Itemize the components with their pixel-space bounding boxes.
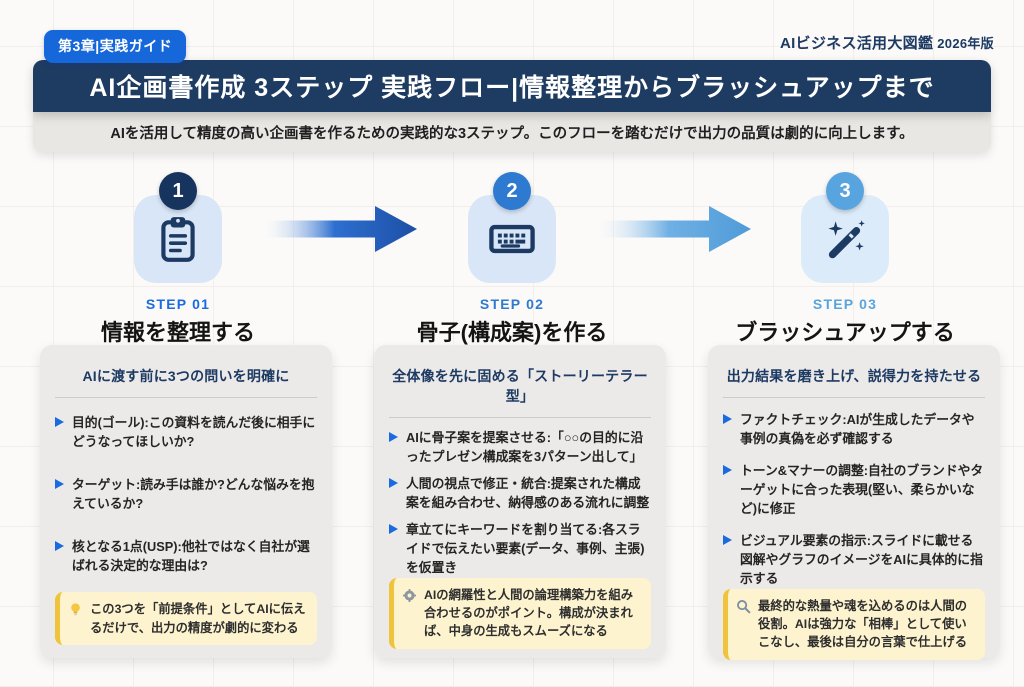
- arrow-step1-to-step2-icon: [267, 206, 417, 252]
- card-3-tip-box: 最終的な熱量や魂を込めるのは人間の役割。AIは強力な「相棒」として使いこなし、最…: [723, 588, 985, 660]
- list-item: ファクトチェック:AIが生成したデータや事例の真偽を必ず確認する: [723, 411, 985, 449]
- step-1-label: STEP 01: [145, 296, 211, 312]
- card-2-bullet-list: AIに骨子案を提案させる:「○○の目的に沿ったプレゼン構成案を3パターン出して」…: [389, 429, 651, 578]
- gear-icon: [402, 588, 417, 602]
- step-1-number-badge: 1: [159, 172, 197, 210]
- bullet-triangle-icon: [389, 523, 398, 534]
- magic-wand-icon: [828, 220, 865, 259]
- arrow-step2-to-step3-icon: [601, 206, 751, 252]
- card-2-tip-box: AIの網羅性と人間の論理構築力を組み合わせるのがポイント。構成が決まれば、中身の…: [389, 577, 651, 649]
- step-3-detail-card: 出力結果を磨き上げ、説得力を持たせる ファクトチェック:AIが生成したデータや事…: [708, 345, 1000, 660]
- list-item: AIに骨子案を提案させる:「○○の目的に沿ったプレゼン構成案を3パターン出して」: [389, 429, 651, 467]
- bullet-text: ファクトチェック:AIが生成したデータや事例の真偽を必ず確認する: [740, 412, 975, 446]
- card-3-bullet-list: ファクトチェック:AIが生成したデータや事例の真偽を必ず確認する トーン&マナー…: [723, 411, 985, 589]
- step-2-number-badge: 2: [493, 172, 531, 210]
- tip-text: この3つを「前提条件」としてAIに伝えるだけで、出力の精度が劇的に変わる: [90, 602, 306, 635]
- bullet-text: 章立てにキーワードを割り当てる:各スライドで伝えたい要素(データ、事例、主張)を…: [406, 521, 645, 575]
- bullet-text: 目的(ゴール):この資料を読んだ後に相手にどうなってほしいか?: [72, 415, 316, 449]
- bullet-triangle-icon: [723, 414, 732, 424]
- page-title-bar: AI企画書作成 3ステップ 実践フロー|情報整理からブラッシュアップまで: [33, 60, 991, 112]
- brand-year: 2026年版: [937, 36, 994, 51]
- step-3: 3 STEP 03 ブラッシュアップする: [733, 172, 957, 347]
- step-2-title: 骨子(構成案)を作る: [416, 320, 608, 345]
- step-1-detail-card: AIに渡す前に3つの問いを明確に 目的(ゴール):この資料を読んだ後に相手にどう…: [40, 345, 332, 658]
- step-1-icon-tile: 1: [134, 172, 222, 283]
- bullet-triangle-icon: [723, 534, 732, 545]
- list-item: ターゲット:読み手は誰か?どんな悩みを抱えているか?: [55, 476, 317, 514]
- list-item: ビジュアル要素の指示:スライドに載せる図解やグラフのイメージをAIに具体的に指示…: [723, 532, 985, 589]
- keyboard-icon: [489, 224, 535, 254]
- tip-text: 最終的な熱量や魂を込めるのは人間の役割。AIは強力な「相棒」として使いこなし、最…: [758, 598, 968, 650]
- bullet-triangle-icon: [389, 432, 398, 442]
- card-1-heading: AIに渡す前に3つの問いを明確に: [55, 360, 317, 398]
- list-item: 目的(ゴール):この資料を読んだ後に相手にどうなってほしいか?: [55, 414, 317, 452]
- step-2: 2 STEP 02 骨子(構成案)を作る: [400, 172, 624, 347]
- chapter-badge: 第3章|実践ガイド: [44, 30, 187, 63]
- bullet-text: トーン&マナーの調整:自社のブランドやターゲットに合った表現(堅い、柔らかいなど…: [740, 462, 984, 516]
- clipboard-icon: [161, 217, 195, 262]
- bullet-text: ターゲット:読み手は誰か?どんな悩みを抱えているか?: [72, 476, 315, 511]
- bullet-triangle-icon: [55, 417, 64, 427]
- magnifier-icon: [737, 599, 751, 613]
- step-3-label: STEP 03: [812, 296, 878, 312]
- card-3-heading: 出力結果を磨き上げ、説得力を持たせる: [723, 360, 985, 398]
- list-item: トーン&マナーの調整:自社のブランドやターゲットに合った表現(堅い、柔らかいなど…: [723, 462, 985, 519]
- bullet-triangle-icon: [389, 477, 398, 488]
- list-item: 核となる1点(USP):他社ではなく自社が選ばれる決定的な理由は?: [55, 538, 317, 576]
- tip-text: AIの網羅性と人間の論理構築力を組み合わせるのがポイント。構成が決まれば、中身の…: [424, 587, 634, 639]
- bullet-text: 人間の視点で修正・統合:提案された構成案を組み合わせ、納得感のある流れに調整: [406, 475, 650, 510]
- lightbulb-icon: [71, 603, 80, 616]
- bullet-text: 核となる1点(USP):他社ではなく自社が選ばれる決定的な理由は?: [72, 538, 310, 573]
- step-2-label: STEP 02: [479, 296, 545, 312]
- bullet-triangle-icon: [55, 540, 64, 551]
- bullet-text: AIに骨子案を提案させる:「○○の目的に沿ったプレゼン構成案を3パターン出して」: [406, 430, 644, 464]
- brand-name: AIビジネス活用大図鑑: [779, 35, 934, 52]
- page-subtitle-bar: AIを活用して精度の高い企画書を作るための実践的な3ステップ。このフローを踏むだ…: [33, 112, 991, 152]
- card-1-bullet-list: 目的(ゴール):この資料を読んだ後に相手にどうなってほしいか? ターゲット:読み…: [55, 414, 317, 576]
- step-3-title: ブラッシュアップする: [735, 320, 955, 345]
- list-item: 人間の視点で修正・統合:提案された構成案を組み合わせ、納得感のある流れに調整: [389, 475, 651, 513]
- step-2-detail-card: 全体像を先に固める「ストーリーテラー型」 AIに骨子案を提案させる:「○○の目的…: [374, 345, 666, 658]
- list-item: 章立てにキーワードを割り当てる:各スライドで伝えたい要素(データ、事例、主張)を…: [389, 521, 651, 578]
- step-3-number-badge: 3: [826, 172, 864, 210]
- card-2-heading: 全体像を先に固める「ストーリーテラー型」: [389, 360, 651, 418]
- step-2-icon-tile: 2: [468, 172, 556, 283]
- bullet-triangle-icon: [55, 478, 64, 489]
- bullet-triangle-icon: [723, 464, 732, 475]
- step-1-title: 情報を整理する: [100, 320, 255, 345]
- card-1-tip-box: この3つを「前提条件」としてAIに伝えるだけで、出力の精度が劇的に変わる: [55, 592, 317, 645]
- bullet-text: ビジュアル要素の指示:スライドに載せる図解やグラフのイメージをAIに具体的に指示…: [740, 532, 983, 586]
- step-1: 1 STEP 01 情報を整理する: [66, 172, 290, 347]
- step-3-icon-tile: 3: [801, 172, 889, 283]
- page-subtitle: AIを活用して精度の高い企画書を作るための実践的な3ステップ。このフローを踏むだ…: [110, 125, 914, 142]
- page-title: AI企画書作成 3ステップ 実践フロー|情報整理からブラッシュアップまで: [89, 74, 935, 102]
